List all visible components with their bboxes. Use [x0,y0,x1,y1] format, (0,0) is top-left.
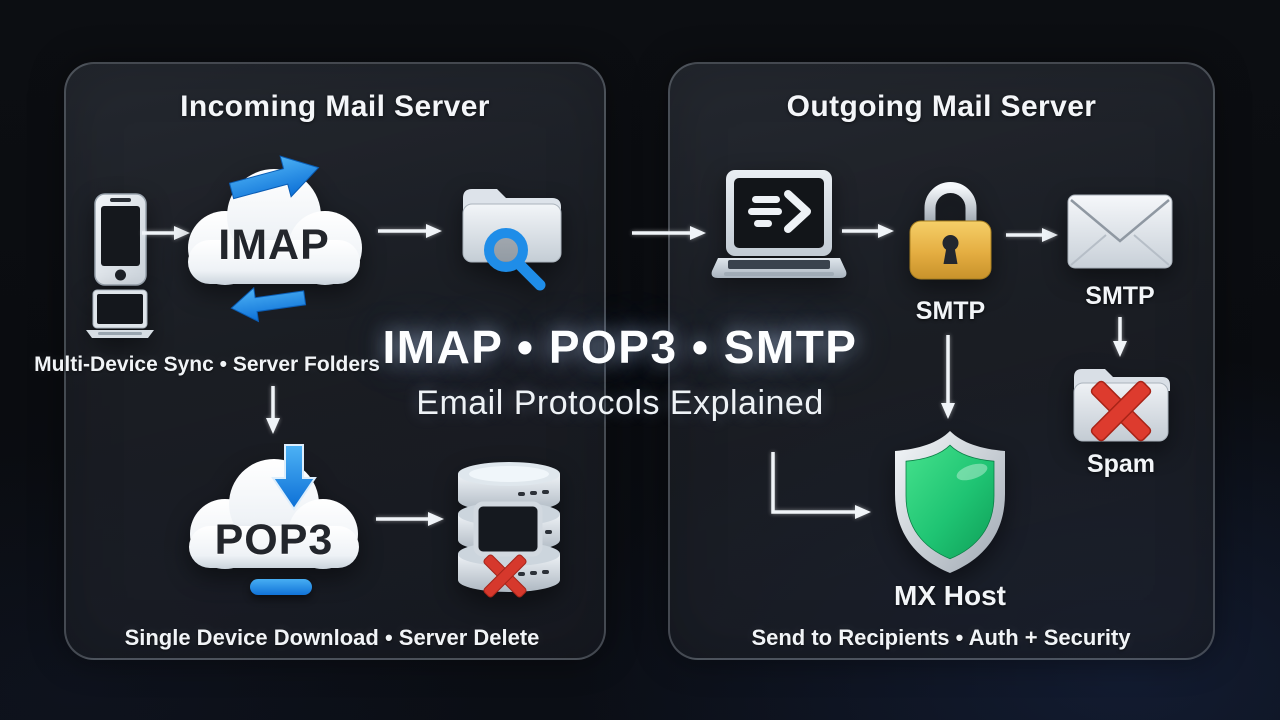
incoming-sync-caption: Multi-Device Sync • Server Folders [34,353,380,376]
incoming-download-caption: Single Device Download • Server Delete [124,625,540,650]
laptop-icon [86,289,154,338]
spam-folder-icon [1073,369,1170,442]
arrow-laptop-to-lock [842,224,894,238]
envelope-smtp-label: SMTP [1085,282,1155,310]
arrow-elbow-to-shield [771,452,871,519]
pop3-download-arrow-icon [271,444,317,511]
smartphone-icon [94,193,147,286]
sync-download-arrow-icon [230,286,307,323]
padlock-icon [909,182,992,280]
mx-host-label: MX Host [894,580,1006,611]
send-icon [748,190,811,233]
send-laptop-icon [711,170,847,278]
search-folder-icon [462,189,562,291]
delete-x-icon [483,554,527,598]
outgoing-caption: Send to Recipients • Auth + Security [751,625,1131,650]
outgoing-panel-title: Outgoing Mail Server [786,90,1097,123]
main-title: IMAP • POP3 • SMTP [382,321,858,373]
database-server-icon [458,462,560,598]
database-screen [473,501,543,557]
pop3-base-bar [250,579,312,595]
main-subtitle: Email Protocols Explained [416,384,824,422]
shield-icon [895,431,1005,573]
arrow-devices-to-imap [142,226,190,240]
pop3-cloud-icon [189,459,359,569]
search-icon [484,228,528,272]
incoming-panel-title: Incoming Mail Server [180,90,490,123]
arrow-lock-to-envelope [1006,228,1058,242]
arrow-lock-to-shield [941,335,955,419]
envelope-icon [1067,194,1173,269]
arrow-envelope-to-spam [1113,317,1127,357]
arrow-imap-to-folder [378,224,442,238]
arrow-pop3-to-database [376,512,444,526]
arrow-sync-to-pop3 [266,386,280,434]
lock-smtp-label: SMTP [915,297,986,325]
spam-label: Spam [1086,450,1156,478]
imap-label: IMAP [218,221,330,269]
pop3-label: POP3 [214,516,334,564]
delete-x-icon [1090,380,1152,442]
sync-upload-arrow-icon [228,155,320,200]
arrow-incoming-to-outgoing [632,226,706,240]
